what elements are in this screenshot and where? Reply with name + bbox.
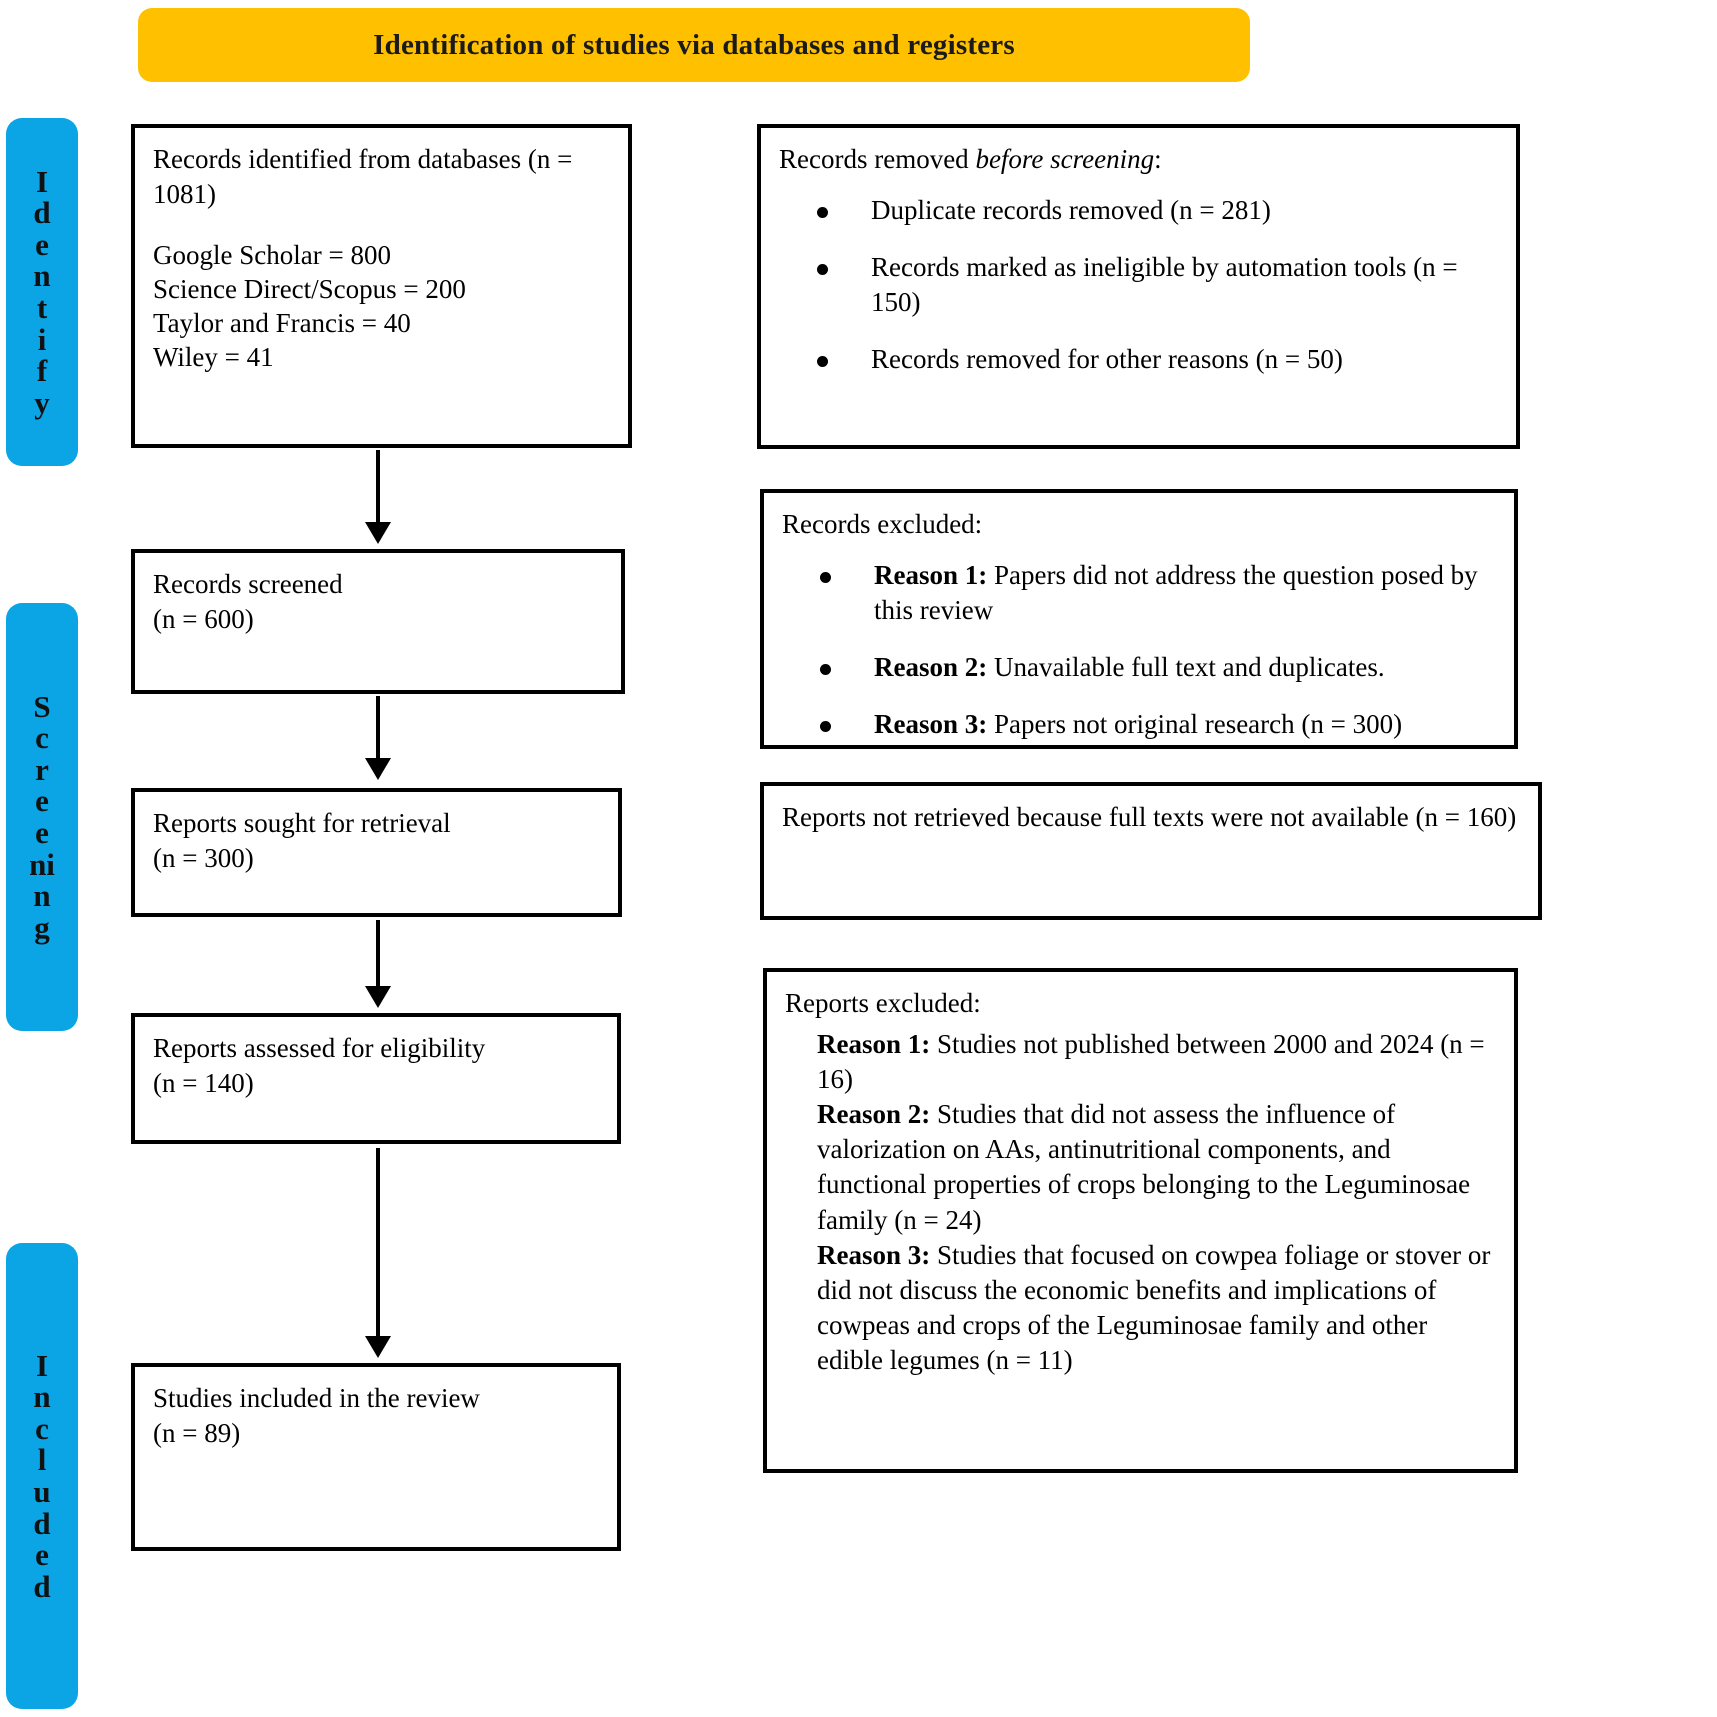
stage-label-identify: I d e n t i f y — [6, 118, 78, 466]
reason-text: Unavailable full text and duplicates. — [987, 652, 1385, 683]
stage-letter: f — [36, 353, 48, 389]
list-item: Duplicate records removed (n = 281) — [817, 193, 1498, 228]
reports-assessed-title: Reports assessed for eligibility — [153, 1033, 486, 1063]
records-identified-title: Records identified from databases (n = 1… — [153, 144, 573, 210]
stage-letter: d — [33, 1568, 51, 1604]
stage-letter: ni — [29, 846, 55, 882]
studies-included-title: Studies included in the review — [153, 1383, 480, 1413]
stage-letter: i — [37, 321, 47, 357]
stage-letter: I — [35, 1347, 49, 1383]
list-item: Reason 1: Studies not published between … — [817, 1027, 1496, 1097]
diagram-header-banner: Identification of studies via databases … — [138, 8, 1250, 82]
reports-excluded-list: Reason 1: Studies not published between … — [785, 1027, 1496, 1378]
stage-letter: g — [34, 909, 50, 945]
reason-text: Papers did not address the question pose… — [874, 560, 1478, 626]
stage-letter: S — [33, 688, 51, 724]
arrow-shaft — [376, 450, 380, 526]
source-line: Wiley = 41 — [153, 342, 274, 373]
stage-letter: e — [35, 815, 49, 850]
reason-label: Reason 1: — [817, 1029, 931, 1060]
box-reports-sought: Reports sought for retrieval (n = 300) — [131, 788, 622, 917]
reports-assessed-count: (n = 140) — [153, 1068, 254, 1099]
reason-label: Reason 1: — [874, 560, 988, 591]
reports-excluded-heading: Reports excluded: — [785, 988, 981, 1018]
box-studies-included: Studies included in the review (n = 89) — [131, 1363, 621, 1551]
stage-letter: c — [35, 1410, 49, 1446]
stage-letter: c — [35, 720, 49, 756]
arrow-head — [365, 758, 391, 780]
records-removed-heading-italic: before screening — [975, 144, 1155, 174]
box-records-identified: Records identified from databases (n = 1… — [131, 124, 632, 448]
stage-letter: n — [33, 1379, 51, 1415]
arrow-shaft — [376, 1148, 380, 1340]
spacer — [153, 212, 610, 238]
stage-letter: e — [35, 226, 49, 262]
box-reports-assessed: Reports assessed for eligibility (n = 14… — [131, 1013, 621, 1144]
stage-letter: e — [35, 1537, 49, 1573]
list-item: Reason 3: Papers not original research (… — [820, 707, 1496, 742]
page-title: Identification of studies via databases … — [373, 28, 1015, 61]
list-item: Reason 2: Unavailable full text and dupl… — [820, 650, 1496, 685]
arrow-head — [365, 1336, 391, 1358]
stage-letter: t — [36, 290, 48, 325]
records-removed-heading: Records removed before screening: — [779, 142, 1498, 177]
records-screened-title: Records screened — [153, 569, 343, 599]
records-excluded-heading: Records excluded: — [782, 509, 983, 539]
reports-sought-title: Reports sought for retrieval — [153, 808, 451, 838]
reports-not-retrieved-text: Reports not retrieved because full texts… — [782, 802, 1517, 832]
records-removed-list: Duplicate records removed (n = 281) Reco… — [779, 193, 1498, 377]
stage-letter: d — [33, 195, 51, 231]
records-removed-heading-lead: Records removed — [779, 144, 976, 174]
stage-letter: d — [33, 1505, 51, 1541]
list-item: Reason 2: Studies that did not assess th… — [817, 1097, 1496, 1237]
stage-label-screening-letters: S c r e e ni n g — [29, 688, 55, 945]
list-item: Records marked as ineligible by automati… — [817, 250, 1498, 320]
stage-letter: r — [35, 751, 49, 787]
box-reports-excluded: Reports excluded: Reason 1: Studies not … — [763, 968, 1518, 1473]
box-records-removed-before-screening: Records removed before screening: Duplic… — [757, 124, 1520, 449]
arrow-head — [365, 522, 391, 544]
reason-text: Studies not published between 2000 and 2… — [817, 1029, 1485, 1095]
stage-letter: n — [33, 878, 51, 914]
stage-label-screening: S c r e e ni n g — [6, 603, 78, 1031]
stage-letter: y — [34, 384, 50, 420]
studies-included-count: (n = 89) — [153, 1418, 241, 1449]
stage-label-included: I n c l u d e d — [6, 1243, 78, 1709]
reason-label: Reason 2: — [874, 652, 988, 683]
stage-letter: n — [33, 258, 51, 294]
records-identified-sources: Google Scholar = 800 Science Direct/Scop… — [153, 238, 610, 374]
source-line: Taylor and Francis = 40 — [153, 308, 411, 339]
stage-letter: l — [37, 1442, 47, 1478]
reason-text: Papers not original research (n = 300) — [987, 709, 1403, 740]
reason-text: Studies that did not assess the influenc… — [817, 1099, 1471, 1235]
list-item: Reason 1: Papers did not address the que… — [820, 558, 1496, 628]
reports-sought-count: (n = 300) — [153, 843, 254, 874]
arrow-shaft — [376, 920, 380, 990]
box-records-excluded: Records excluded: Reason 1: Papers did n… — [760, 489, 1518, 749]
reason-label: Reason 3: — [874, 709, 988, 740]
reason-label: Reason 2: — [817, 1099, 931, 1130]
arrow-head — [365, 986, 391, 1008]
records-screened-count: (n = 600) — [153, 604, 254, 635]
stage-letter: e — [35, 783, 49, 819]
reason-label: Reason 3: — [817, 1239, 931, 1270]
stage-label-included-letters: I n c l u d e d — [33, 1347, 51, 1604]
source-line: Google Scholar = 800 — [153, 240, 391, 271]
reason-text: Studies that focused on cowpea foliage o… — [817, 1239, 1491, 1375]
list-item: Records removed for other reasons (n = 5… — [817, 342, 1498, 377]
records-excluded-list: Reason 1: Papers did not address the que… — [782, 558, 1496, 742]
box-records-screened: Records screened (n = 600) — [131, 549, 625, 694]
source-line: Science Direct/Scopus = 200 — [153, 274, 466, 305]
records-removed-heading-tail: : — [1154, 144, 1162, 174]
stage-label-identify-letters: I d e n t i f y — [33, 163, 51, 420]
box-reports-not-retrieved: Reports not retrieved because full texts… — [760, 782, 1542, 920]
arrow-shaft — [376, 696, 380, 762]
stage-letter: u — [33, 1474, 51, 1509]
list-item: Reason 3: Studies that focused on cowpea… — [817, 1238, 1496, 1378]
stage-letter: I — [35, 163, 49, 199]
